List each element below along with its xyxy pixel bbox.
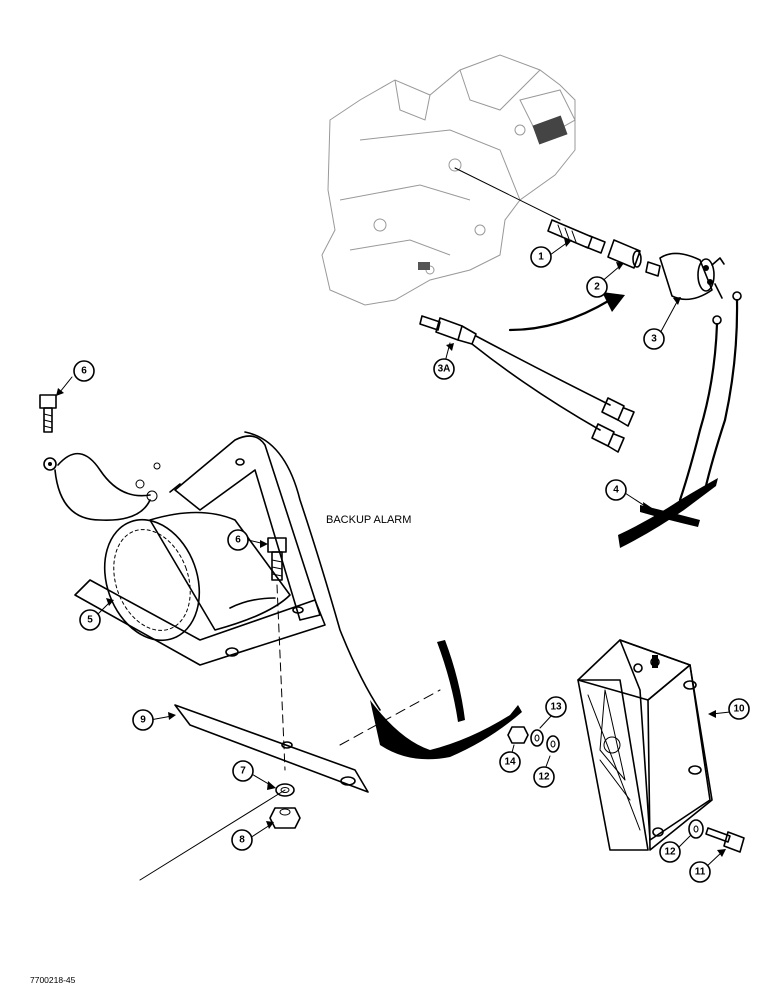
svg-text:3: 3 <box>651 334 657 345</box>
callout-14: 14 <box>499 751 521 773</box>
lock-washer-7 <box>275 783 295 797</box>
adapter-fitting <box>547 219 606 254</box>
callout-6-upper: 6 <box>73 360 95 382</box>
svg-text:12: 12 <box>664 847 676 858</box>
callout-13: 13 <box>545 696 567 718</box>
callout-10: 10 <box>728 698 750 720</box>
nut-8 <box>269 807 301 829</box>
backup-alarm <box>74 435 326 666</box>
callout-9: 9 <box>132 709 154 731</box>
pressure-switch <box>645 252 742 325</box>
svg-text:1: 1 <box>538 252 544 263</box>
svg-text:6: 6 <box>81 366 87 377</box>
svg-text:3A: 3A <box>438 364 451 375</box>
figure-reference-number: 7700218-45 <box>30 975 76 985</box>
bolt-6-upper <box>39 394 57 433</box>
nut-14 <box>507 726 529 744</box>
callout-11: 11 <box>689 861 711 883</box>
svg-text:4: 4 <box>613 485 619 496</box>
callout-3: 3 <box>643 328 665 350</box>
wire-harness-4 <box>618 478 718 548</box>
svg-text:13: 13 <box>550 702 562 713</box>
leader-lines <box>56 238 731 869</box>
lock-washer-13 <box>530 729 544 747</box>
callout-8: 8 <box>231 829 253 851</box>
callout-5: 5 <box>79 609 101 631</box>
svg-text:2: 2 <box>594 282 600 293</box>
svg-text:10: 10 <box>733 704 745 715</box>
callout-7: 7 <box>232 760 254 782</box>
bolt-6-center <box>267 537 287 581</box>
replacement-arrow <box>508 292 625 332</box>
alarm-module <box>577 639 713 851</box>
svg-text:9: 9 <box>140 715 146 726</box>
callout-1: 1 <box>530 246 552 268</box>
washer-12-right <box>688 819 704 839</box>
callout-3a: 3A <box>433 358 455 380</box>
svg-text:8: 8 <box>239 835 245 846</box>
callout-12-left: 12 <box>533 766 555 788</box>
washer-12-left <box>546 735 560 753</box>
callout-6-center: 6 <box>227 529 249 551</box>
ring-terminal <box>43 457 57 471</box>
svg-text:12: 12 <box>538 772 550 783</box>
mounting-plate <box>174 704 369 793</box>
callout-12-right: 12 <box>659 841 681 863</box>
callout-4: 4 <box>605 479 627 501</box>
backup-alarm-label: BACKUP ALARM <box>326 514 411 526</box>
svg-text:6: 6 <box>235 535 241 546</box>
callout-2: 2 <box>586 276 608 298</box>
coupling <box>607 239 642 269</box>
alarm-wire-harness <box>370 640 522 760</box>
bolt-11 <box>705 827 745 853</box>
svg-text:7: 7 <box>240 766 246 777</box>
svg-text:5: 5 <box>87 615 93 626</box>
svg-text:14: 14 <box>504 757 516 768</box>
control-valve-body <box>321 54 576 306</box>
svg-text:11: 11 <box>695 867 706 878</box>
pressure-switch-3a <box>419 315 635 453</box>
